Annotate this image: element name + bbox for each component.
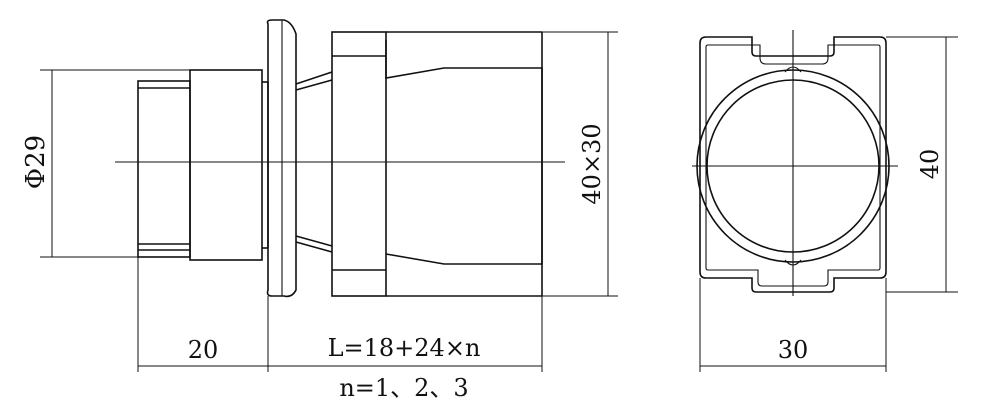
mounting-flange <box>266 19 297 298</box>
button-cap <box>137 69 269 261</box>
connecting-legs <box>295 71 333 253</box>
side-size-label: 40×30 <box>578 123 606 204</box>
diameter-label: Φ29 <box>21 135 51 189</box>
end-height-dimension: 40 <box>886 36 958 293</box>
front-width-label: 20 <box>188 336 219 364</box>
end-height-label: 40 <box>916 149 944 180</box>
body-length-label: L=18+24×n <box>328 334 481 362</box>
end-width-dimension: 30 <box>699 278 887 372</box>
contact-body <box>331 31 543 297</box>
n-values-label: n=1、2、3 <box>339 374 468 402</box>
side-size-dimension: 40×30 <box>542 31 618 297</box>
end-width-label: 30 <box>778 336 809 364</box>
side-view: Φ29 40×30 20 L=18+24×n n=1、2、3 <box>21 19 618 402</box>
end-view: 40 30 <box>692 30 958 372</box>
bottom-dimensions: 20 L=18+24×n n=1、2、3 <box>137 257 543 402</box>
diameter-dimension: Φ29 <box>21 69 190 258</box>
end-outline <box>699 36 887 293</box>
